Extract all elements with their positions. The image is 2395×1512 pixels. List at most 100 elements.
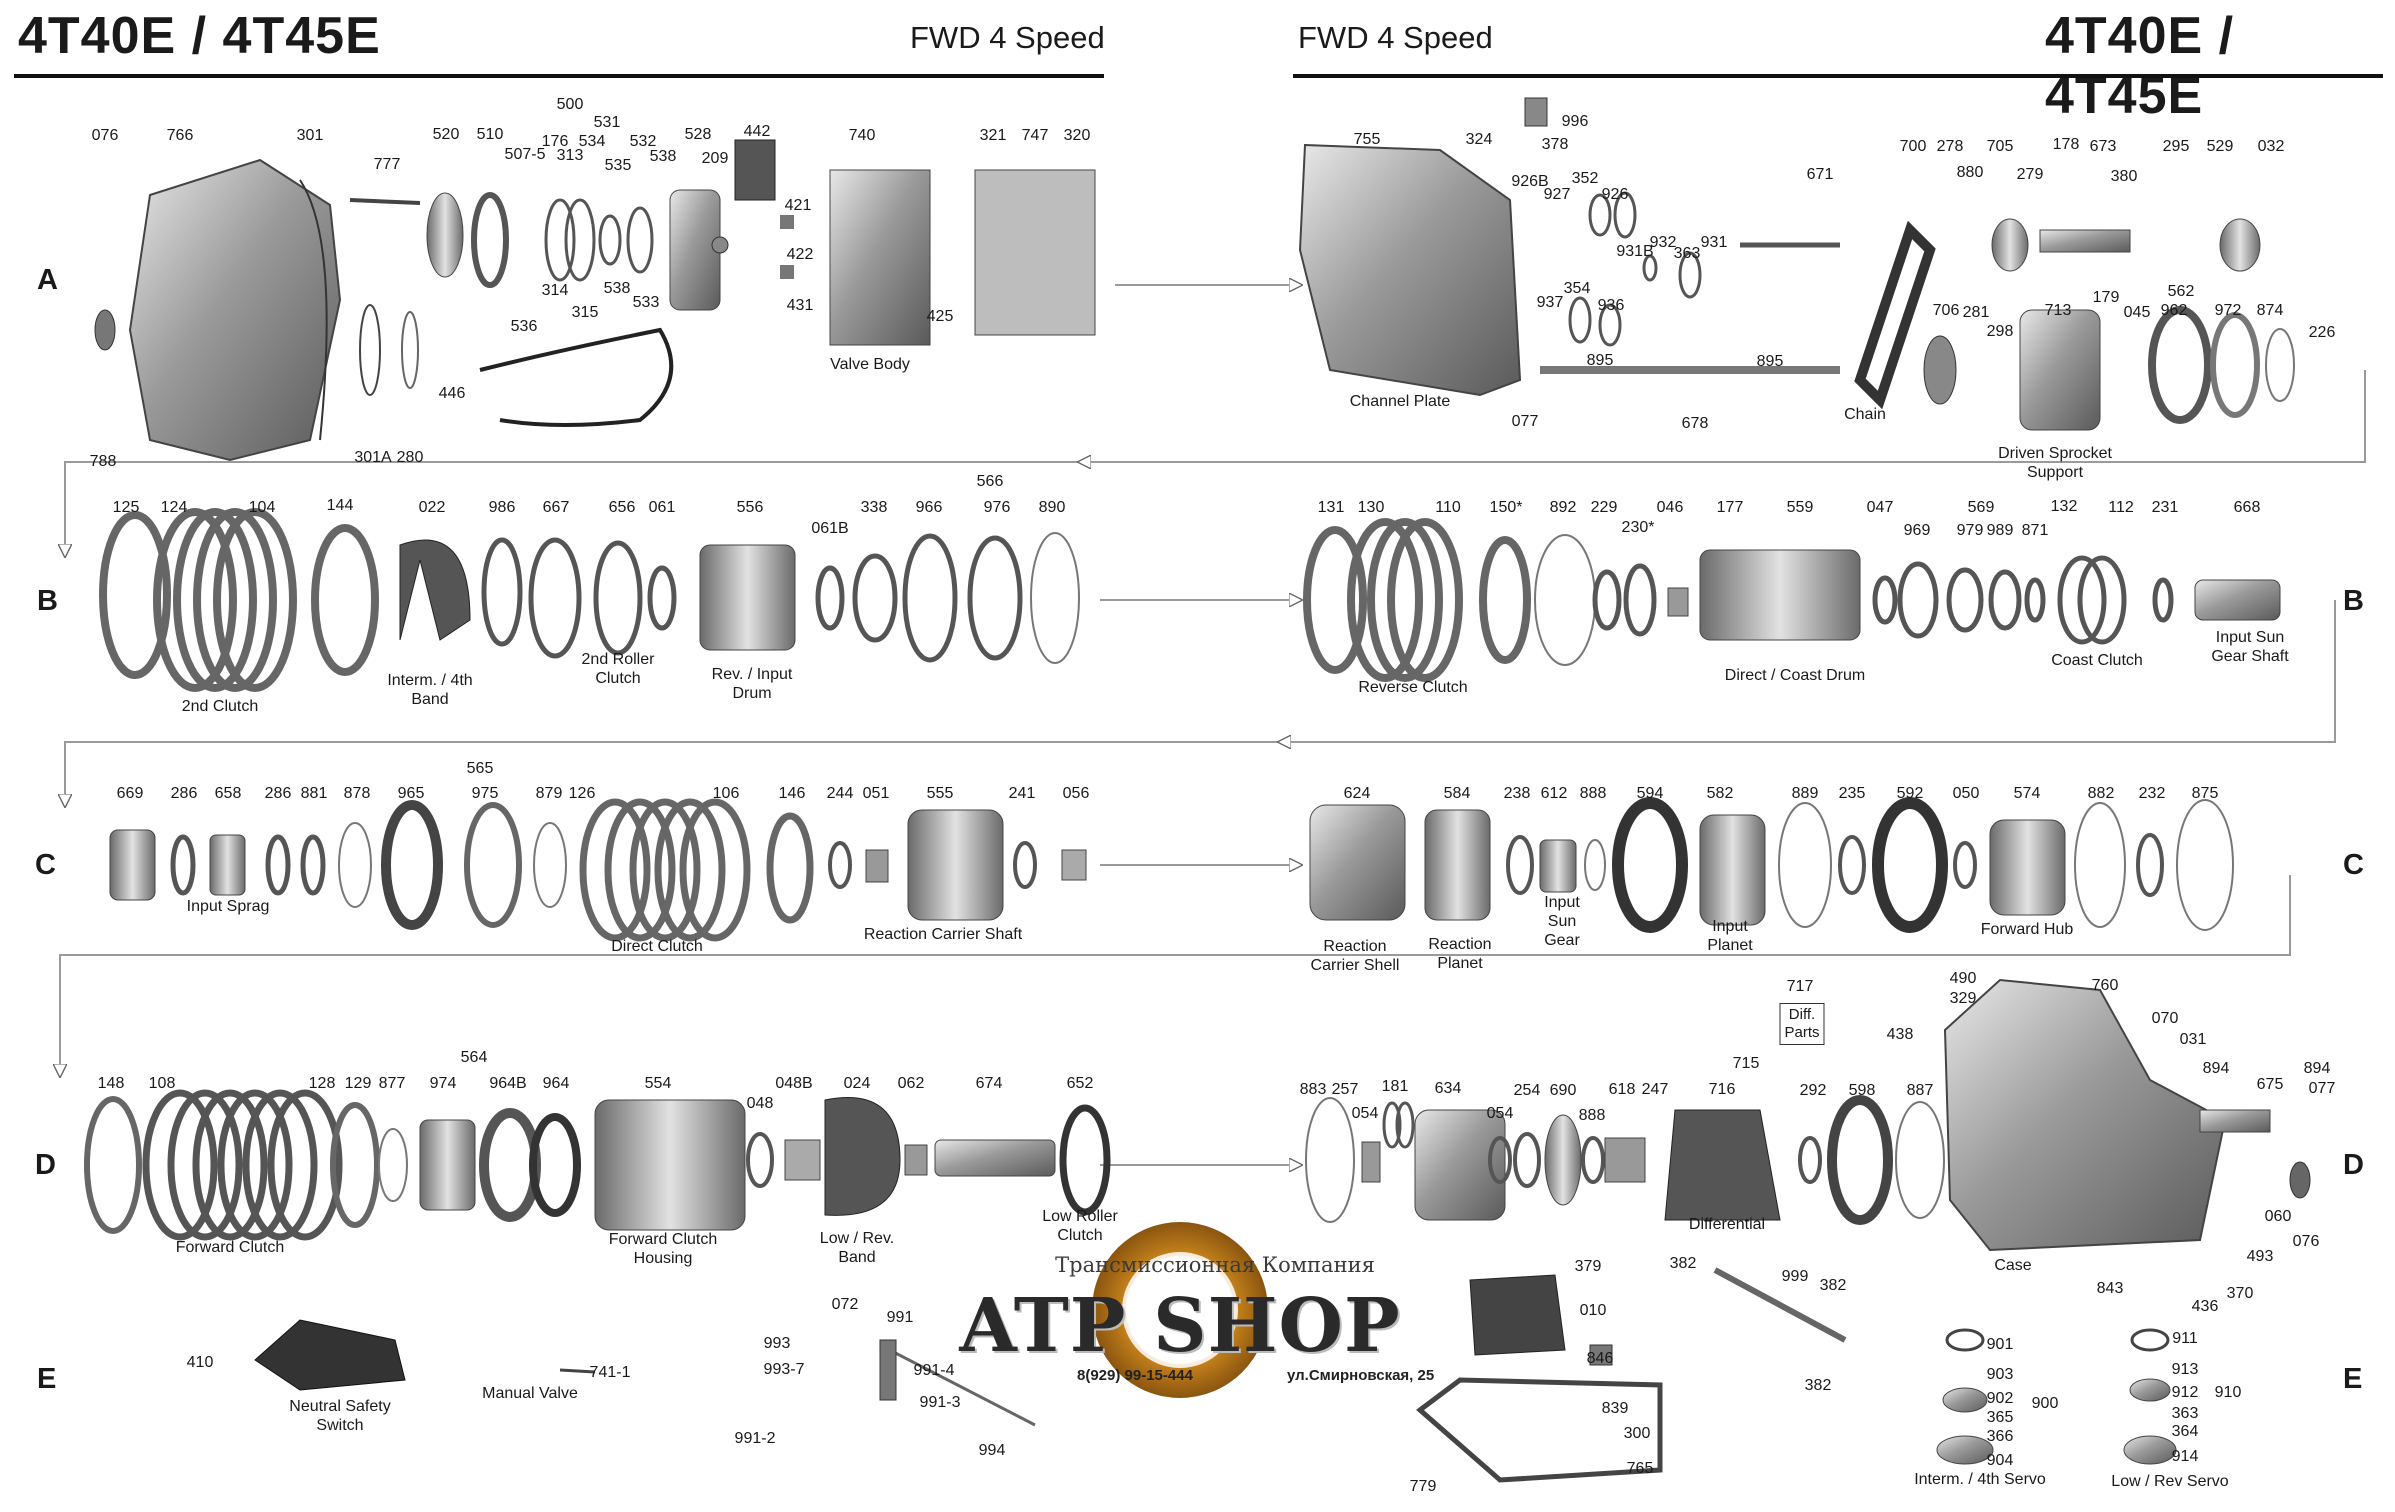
part-number-label: 843 [2096,1280,2124,1297]
title-left: 4T40E / 4T45E [18,7,381,65]
part-number-label: 926 [1601,186,1629,203]
part-number-label: 286 [264,785,292,802]
part-number-label: 888 [1578,1107,1606,1124]
part-number-label: 634 [1434,1080,1462,1097]
part-number-label: 534 [578,133,606,150]
part-number-label: 490 [1949,970,1977,987]
part-number-label: 324 [1465,131,1493,148]
caption-reverse-clutch: Reverse Clutch [1358,679,1468,696]
parts-row-d-right [1305,978,2311,1252]
part-number-label: 146 [778,785,806,802]
row-letter-e-left: E [37,1363,57,1395]
part-number-label: 740 [848,127,876,144]
part-number-label: 991 [886,1309,914,1326]
part-number-label: 179 [2092,289,2120,306]
caption-manual-valve: Manual Valve [482,1385,578,1402]
part-number-label: 286 [170,785,198,802]
part-number-label: 881 [300,785,328,802]
part-number-label: 528 [684,126,712,143]
part-number-label: 966 [915,499,943,516]
part-number-label: 363 [1673,245,1701,262]
part-number-label: 559 [1786,499,1814,516]
caption-low-rev-band: Low / Rev.Band [819,1230,895,1266]
part-number-label: 974 [429,1075,457,1092]
part-number-label: 438 [1886,1026,1914,1043]
part-number-label: 715 [1732,1055,1760,1072]
part-number-label: 061B [811,520,849,537]
row-letter-d-right: D [2343,1149,2364,1181]
part-number-label: 010 [1579,1302,1607,1319]
caption-interm-4th-servo: Interm. / 4th Servo [1914,1471,2046,1488]
row-letter-d-left: D [35,1149,56,1181]
part-number-label: 969 [1903,522,1931,539]
part-number-label: 031 [2179,1031,2207,1048]
part-number-label: 254 [1513,1082,1541,1099]
part-number-label: 048 [746,1095,774,1112]
part-number-label: 062 [897,1075,925,1092]
part-number-label: 927 [1543,186,1571,203]
part-number-label: 144 [326,497,354,514]
part-number-label: 301 [296,127,324,144]
part-number-label: 209 [701,150,729,167]
part-number-label: 564 [460,1049,488,1066]
part-number-label: 129 [344,1075,372,1092]
part-number-label: 510 [476,126,504,143]
part-number-label: 077 [1511,413,1539,430]
part-number-label: 077 [2308,1080,2336,1097]
part-number-label: 883 [1299,1081,1327,1098]
part-number-label: 132 [2050,498,2078,515]
part-number-label: 422 [786,246,814,263]
part-number-label: 051 [862,785,890,802]
part-number-label: 877 [378,1075,406,1092]
part-number-label: 878 [343,785,371,802]
part-number-label: 281 [1962,304,1990,321]
part-number-label: 538 [649,148,677,165]
part-number-label: 991-3 [919,1394,961,1411]
part-number-label: 901 [1986,1336,2014,1353]
channel-plate-a [1298,97,1840,397]
part-number-label: 565 [466,760,494,777]
part-number-label: 244 [826,785,854,802]
part-number-label: 976 [983,499,1011,516]
part-number-label: 295 [2162,138,2190,155]
part-number-label: 130 [1357,499,1385,516]
part-number-label: 716 [1708,1081,1736,1098]
part-number-label: 061 [648,499,676,516]
part-number-label: 766 [166,127,194,144]
part-number-label: 022 [418,499,446,516]
part-number-label: 321 [979,127,1007,144]
part-number-label: 446 [438,385,466,402]
part-number-label: 965 [397,785,425,802]
part-number-label: 278 [1936,138,1964,155]
part-number-label: 300 [1623,1425,1651,1442]
parts-row-b-right [1303,518,2281,682]
part-number-label: 382 [1669,1255,1697,1272]
part-number-label: 365 [1986,1409,2014,1426]
part-number-label: 536 [510,318,538,335]
part-number-label: 895 [1586,352,1614,369]
part-number-label: 991-4 [913,1362,955,1379]
flow-lines [60,285,2366,1165]
part-number-label: 931 [1700,234,1728,251]
part-number-label: 070 [2151,1010,2179,1027]
part-number-label: 964B [489,1075,527,1092]
part-number-label: 076 [2292,1233,2320,1250]
caption-chain: Chain [1844,406,1886,423]
part-number-label: 894 [2303,1060,2331,1077]
part-number-label: 280 [396,449,424,466]
shop-name: ATP SHOP [959,1283,1401,1369]
part-number-label: 706 [1932,302,1960,319]
part-number-label: 110 [1435,499,1461,516]
part-number-label: 366 [1986,1428,2014,1445]
part-number-label: 566 [976,473,1004,490]
part-number-label: 979 [1956,522,1984,539]
part-number-label: 338 [860,499,888,516]
pump-parts-a [349,139,794,311]
part-number-label: 314 [541,282,569,299]
part-number-label: 931B [1616,243,1654,260]
